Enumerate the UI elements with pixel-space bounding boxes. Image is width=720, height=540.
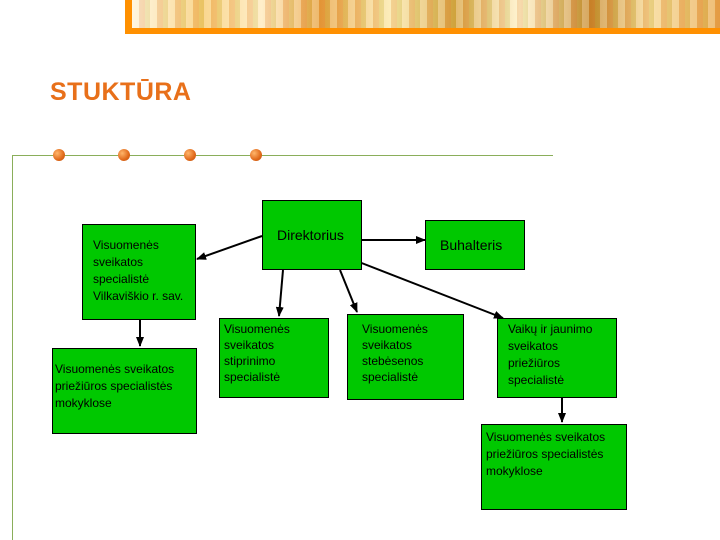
node-label: Visuomenės sveikatos priežiūros speciali… (486, 430, 606, 478)
decorative-dot (250, 149, 262, 161)
node-label: Vaikų ir jaunimo sveikatos priežiūros sp… (508, 322, 593, 387)
accent-line-horizontal (12, 155, 553, 156)
node-mokyklose-left: Visuomenės sveikatos priežiūros speciali… (52, 348, 197, 434)
arrow-direktorius-to-vaiku (358, 261, 504, 319)
arrow-direktorius-to-stiprinimo (275, 269, 284, 317)
node-label: Visuomenės sveikatos stiprinimo speciali… (224, 322, 290, 384)
node-buhalteris: Buhalteris (425, 220, 525, 270)
arrow-direktorius-to-stebesenos (339, 269, 358, 313)
node-label: Buhalteris (440, 237, 503, 253)
node-label: Direktorius (277, 227, 344, 243)
node-specialiste-vilkaviskio: Visuomenės sveikatos specialistė Vilkavi… (82, 224, 196, 320)
node-direktorius: Direktorius (262, 200, 362, 270)
decorative-dot (53, 149, 65, 161)
header-photo-strip (132, 0, 720, 28)
decorative-dot (184, 149, 196, 161)
accent-line-vertical (12, 155, 13, 540)
decorative-dot (118, 149, 130, 161)
node-stebesenos: Visuomenės sveikatos stebėsenos speciali… (347, 314, 464, 400)
node-label: Visuomenės sveikatos priežiūros speciali… (55, 362, 175, 410)
arrow-direktorius-to-vilkaviskio (196, 235, 263, 260)
node-stiprinimo: Visuomenės sveikatos stiprinimo speciali… (219, 318, 329, 398)
page-title: STUKTŪRA (50, 78, 192, 106)
node-mokyklose-right: Visuomenės sveikatos priežiūros speciali… (481, 424, 627, 510)
node-label: Visuomenės sveikatos stebėsenos speciali… (362, 322, 428, 384)
node-label: Visuomenės sveikatos specialistė Vilkavi… (93, 238, 184, 303)
node-vaiku-jaunimo: Vaikų ir jaunimo sveikatos priežiūros sp… (497, 318, 617, 398)
